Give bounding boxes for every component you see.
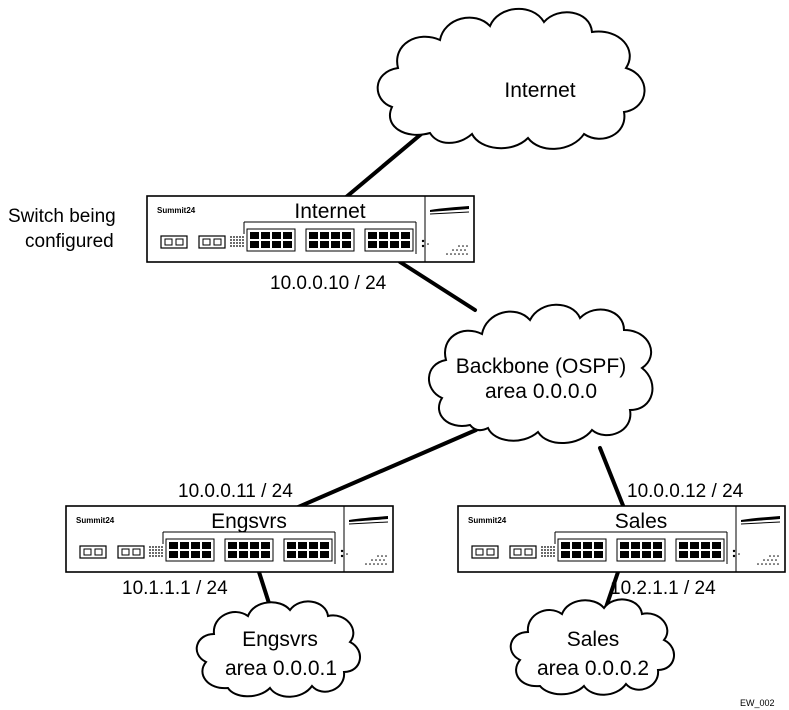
internet-switch-ip: 10.0.0.10 / 24 bbox=[270, 273, 387, 294]
internet-switch-name: Internet bbox=[294, 200, 365, 223]
link-backbone-to-engsvrs-switch bbox=[294, 428, 478, 510]
engsvrs-area-label: area 0.0.0.1 bbox=[225, 657, 337, 680]
sales-switch-backbone-ip: 10.0.0.12 / 24 bbox=[627, 481, 744, 502]
engsvrs-cloud: Engsvrs area 0.0.0.1 bbox=[195, 600, 361, 698]
sales-area-label: area 0.0.0.2 bbox=[537, 657, 649, 680]
internet-switch: Summit24 Internet bbox=[146, 195, 475, 263]
backbone-area-label: area 0.0.0.0 bbox=[485, 380, 597, 403]
engsvrs-cloud-label: Engsvrs bbox=[242, 628, 318, 651]
sales-switch-brand: Summit24 bbox=[468, 516, 507, 525]
engsvrs-switch-name: Engsvrs bbox=[211, 510, 287, 533]
internet-cloud-label: Internet bbox=[504, 79, 575, 102]
sales-switch-name: Sales bbox=[615, 510, 668, 533]
figure-id: EW_002 bbox=[740, 698, 775, 708]
annotation-line2: configured bbox=[25, 231, 114, 252]
internet-cloud: Internet bbox=[376, 7, 646, 150]
engsvrs-switch: Summit24 Engsvrs bbox=[65, 505, 394, 573]
sales-switch: Summit24 Sales bbox=[457, 505, 786, 573]
link-internet-switch-to-backbone bbox=[398, 260, 477, 312]
sales-cloud-label: Sales bbox=[567, 628, 620, 651]
engsvrs-switch-lan-ip: 10.1.1.1 / 24 bbox=[122, 578, 228, 599]
internet-switch-brand: Summit24 bbox=[157, 206, 196, 215]
link-internet-cloud-to-switch bbox=[343, 123, 434, 200]
engsvrs-switch-brand: Summit24 bbox=[76, 516, 115, 525]
sales-switch-lan-ip: 10.2.1.1 / 24 bbox=[610, 578, 716, 599]
annotation-line1: Switch being bbox=[8, 206, 116, 227]
engsvrs-switch-backbone-ip: 10.0.0.11 / 24 bbox=[178, 481, 293, 502]
backbone-cloud: Backbone (OSPF) area 0.0.0.0 bbox=[428, 303, 654, 445]
link-backbone-to-sales-switch bbox=[598, 446, 626, 510]
sales-cloud: Sales area 0.0.0.2 bbox=[509, 598, 675, 696]
backbone-cloud-label: Backbone (OSPF) bbox=[456, 355, 626, 378]
